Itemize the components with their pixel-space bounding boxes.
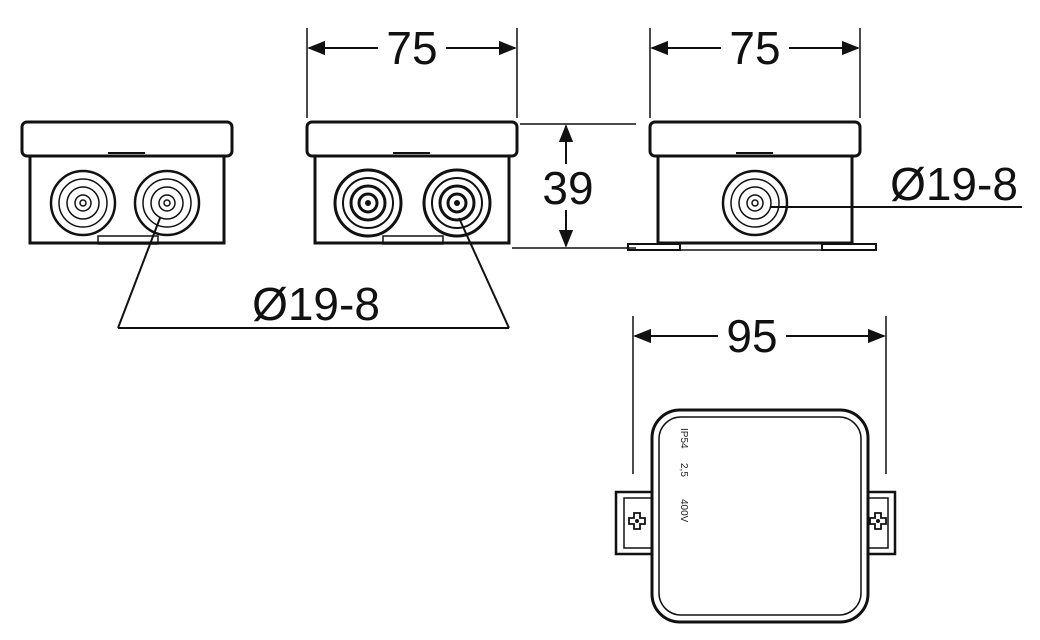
- mounting-lug-left: [614, 490, 652, 556]
- cable-gland-icon: [49, 169, 117, 237]
- cable-entry-label: Ø19-8: [890, 158, 1018, 210]
- front-view-middle: [305, 120, 519, 245]
- screw-hole-icon: [628, 512, 646, 530]
- dimension-label: 75: [729, 22, 780, 74]
- ip-rating-marking: IP54: [678, 428, 689, 449]
- cable-gland-icon: [721, 169, 789, 237]
- dimension-label: 39: [542, 162, 593, 214]
- cable-gland-icon: [422, 168, 492, 238]
- dimension-side-width: 75: [649, 22, 861, 118]
- dimension-label: 75: [386, 22, 437, 74]
- cable-entry-leader-side: Ø19-8: [770, 158, 1022, 210]
- mounting-lug-right: [868, 490, 897, 556]
- cable-entry-label: Ø19-8: [252, 278, 380, 330]
- dimension-height: 39: [512, 123, 636, 249]
- cable-entry-leader-pair: Ø19-8: [117, 217, 510, 330]
- voltage-marking: 400V: [678, 499, 689, 523]
- front-view-left: [20, 120, 234, 245]
- dimension-label: 95: [726, 310, 777, 362]
- cable-gland-icon: [133, 169, 201, 237]
- cable-gland-icon: [333, 168, 403, 238]
- cross-section-marking: 2,5: [678, 463, 689, 477]
- dimension-top-width: 95: [632, 310, 887, 474]
- screw-hole-icon: [869, 512, 887, 530]
- dimension-front-width: 75: [306, 22, 518, 118]
- top-view: IP54 2,5 400V: [614, 408, 897, 624]
- side-view: [627, 120, 877, 251]
